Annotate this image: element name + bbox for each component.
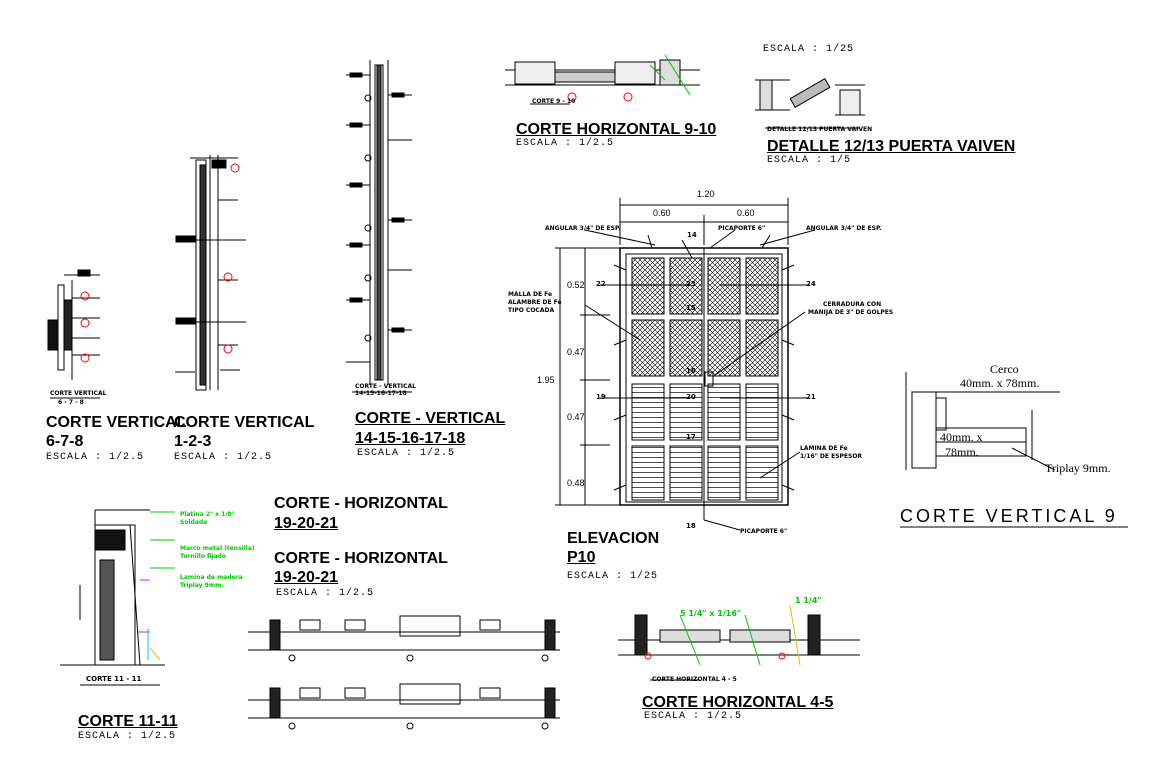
mark-20: 20 [686,393,696,401]
note-angular-left: ANGULAR 3/4" DE ESP. [545,225,621,232]
section-drawing-19-21-a [248,615,560,662]
elevation-door-p10 [555,198,816,531]
section-drawing-14-18 [346,60,412,393]
section-drawing-678 [47,269,100,399]
title-corte-horizontal-1921-a1: CORTE - HORIZONTAL [274,495,448,512]
small-label-cv678b: 6 - 7 - 8 [58,399,84,406]
section-drawing-11-11 [60,509,175,686]
note-angular-right: ANGULAR 3/4" DE ESP. [806,225,882,232]
mark-21: 21 [806,393,816,401]
note-1111-2a: Marco metal (tensilla) [180,545,255,552]
note-1111-1a: Platina 2" x 1/8" [180,511,235,518]
title-corte-horizontal-45: CORTE HORIZONTAL 4-5 [642,694,834,711]
title-corte-horizontal-910: CORTE HORIZONTAL 9-10 [516,121,717,138]
small-label-ch910: CORTE 9 - 10 [532,98,576,105]
scale-45: ESCALA : 1/2.5 [644,711,743,722]
mark-24: 24 [806,280,816,288]
mark-14: 14 [687,231,697,239]
title-corte-horizontal-1921-b2: 19-20-21 [274,569,339,586]
note-1111-3b: Triplay 9mm. [180,582,224,589]
title-corte-vertical-14-line1: CORTE - VERTICAL [355,410,506,427]
dim-height: 1.95 [537,375,555,385]
scale-1921: ESCALA : 1/2.5 [276,588,375,599]
title-corte-1111: CORTE 11-11 [78,713,178,730]
note-1111-2b: Tornillo fijado [180,553,226,560]
title-corte-vertical-678-line2: 6-7-8 [46,433,84,450]
title-corte-vertical-123-line1: CORTE VERTICAL [174,414,315,431]
mark-18: 18 [686,522,696,530]
title-corte-vertical-678-line1: CORTE VERTICAL [46,414,187,431]
section-drawing-123 [175,155,246,391]
small-label-ch45: CORTE HORIZONTAL 4 - 5 [652,676,737,683]
scale-14: ESCALA : 1/2.5 [357,448,456,459]
note-malla-1: MALLA DE Fe [508,291,553,298]
scale-top: ESCALA : 1/25 [763,44,855,55]
note-cerradura-2: MANIJA DE 3" DE GOLPES [808,309,894,316]
note-malla-3: TIPO COCADA [508,307,555,314]
note-1111-3a: Lamina de madera [180,574,243,581]
mark-19: 19 [596,393,606,401]
title-corte-horizontal-1921-b1: 19-20-21 [274,515,339,532]
small-label-c1111: CORTE 11 - 11 [86,675,142,683]
title-elevacion-line1: ELEVACION [567,530,660,547]
title-corte-vertical-123-line2: 1-2-3 [174,433,212,450]
small-label-cv14: CORTE - VERTICAL [355,383,417,390]
small-label-det1213: DETALLE 12/13 PUERTA VAIVEN [767,126,873,133]
note-45-1: 5 1/4" x 1/16" [680,609,742,618]
section-drawing-4-5 [618,604,860,681]
scale-123: ESCALA : 1/2.5 [174,452,273,463]
scale-1213: ESCALA : 1/5 [767,155,852,166]
small-label-cv678: CORTE VERTICAL [50,390,107,397]
title-detalle-1213: DETALLE 12/13 PUERTA VAIVEN [767,138,1016,155]
note-picaporte-top: PICAPORTE 6" [718,225,766,232]
dim-row-3: 0.47 [567,412,585,422]
note-1111-1b: Soldada [180,519,208,526]
detail-drawing-12-13 [755,77,865,129]
mark-23: 23 [686,280,696,288]
dim-row-1: 0.52 [567,280,585,290]
label-cerco-dims: 40mm. x 78mm. [960,376,1040,390]
label-dims2b: 78mm. [945,445,979,459]
mark-15: 15 [686,304,696,312]
label-dims2a: 40mm. x [940,430,983,444]
note-cerradura-1: CERRADURA CON [823,301,882,308]
dim-row-4: 0.48 [567,478,585,488]
mark-22: 22 [596,280,606,288]
dim-right-width: 0.60 [737,208,755,218]
title-corte-vertical-14-line2: 14-15-16-17-18 [355,430,466,447]
mark-16: 16 [686,367,696,375]
small-label-cv14b: 14-15-16-17-18 [355,390,407,397]
note-lamina-2: 1/16" DE ESPESOR [800,453,863,460]
scale-910: ESCALA : 1/2.5 [516,138,615,149]
mark-17: 17 [686,433,696,441]
title-elevacion-line2: P10 [567,549,596,566]
note-lamina-1: LAMINA DE Fe [800,445,848,452]
label-triplay: Triplay 9mm. [1045,461,1111,475]
note-45-2: 1 1/4" [795,596,822,605]
scale-1111: ESCALA : 1/2.5 [78,731,177,742]
title-corte-horizontal-1921-a2: CORTE - HORIZONTAL [274,550,448,567]
note-malla-2: ALAMBRE DE Fe [508,299,562,306]
scale-678: ESCALA : 1/2.5 [46,452,145,463]
scale-elevacion: ESCALA : 1/25 [567,571,659,582]
dim-total-width: 1.20 [697,189,715,199]
section-drawing-19-21-b [248,683,560,730]
note-picaporte-bottom: PICAPORTE 6" [740,528,788,535]
dim-row-2: 0.47 [567,347,585,357]
title-corte-vertical-9: CORTE VERTICAL 9 [900,506,1118,526]
section-drawing-vertical-9 [900,372,1128,528]
label-cerco: Cerco [990,362,1019,376]
section-drawing-9-10 [505,54,700,105]
dim-left-width: 0.60 [653,208,671,218]
